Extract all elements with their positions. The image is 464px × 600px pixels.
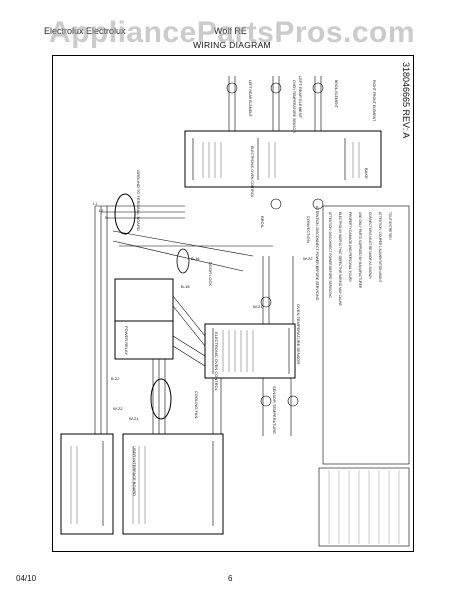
svg-text:PROPERTY DAMAGE AND PERSONAL I: PROPERTY DAMAGE AND PERSONAL INJURY — [348, 212, 352, 283]
label-ui-board: USER INTERFACE BOARD — [132, 446, 137, 497]
label-left-element: LEFT REAR ELEMENT — [298, 76, 303, 118]
label-broil: BROIL — [260, 216, 265, 229]
label-electronic-oven-control: ELECTRONIC OVEN CONTROL — [214, 332, 219, 391]
svg-text:TOUT ENTRETIEN: TOUT ENTRETIEN — [388, 212, 392, 240]
top-control-module — [184, 130, 382, 188]
wire-label: L2 — [99, 208, 104, 213]
wire-label: W-21 — [129, 416, 139, 421]
label-door-lock: DOOR LOCK — [208, 262, 213, 287]
svg-text:OVEN TEMPERATURE SENSOR: OVEN TEMPERATURE SENSOR — [292, 80, 296, 133]
wire-label: B-18 — [181, 284, 190, 289]
footer-page-number: 6 — [228, 574, 233, 583]
label-sensor: SENSOR TEMPERATURE — [272, 386, 277, 434]
label-cooling-fan: COOLING FAN — [194, 391, 199, 419]
label-note: ATTENTION: DISCONNECT POWER BEFORE SERVI… — [315, 206, 319, 301]
wire-label: N — [105, 215, 108, 220]
svg-text:LEFT REAR ELEMENT: LEFT REAR ELEMENT — [248, 80, 252, 118]
header-brand: Electrolux Electrolux — [44, 26, 126, 36]
wire-label: W-21 — [253, 304, 263, 309]
footer-date: 04/10 — [16, 574, 37, 583]
svg-text:BROIL ELEMENT: BROIL ELEMENT — [334, 80, 338, 109]
doc-number: 318046665 REV: A — [401, 62, 411, 139]
label-convect: CONVECTION — [306, 216, 311, 243]
wire-label: W-22 — [303, 256, 313, 261]
wire-label: B-22 — [111, 376, 120, 381]
svg-text:RIGHT FRONT ELEMENT: RIGHT FRONT ELEMENT — [372, 80, 376, 122]
header-model: Wolf RE — [214, 26, 247, 36]
wiring-diagram: LEFT REAR ELEMENT OVEN TEMPERATURE SENSO… — [60, 76, 410, 547]
svg-text:ATTENTION: DISCONNECT POWER BE: ATTENTION: DISCONNECT POWER BEFORE SERVI… — [328, 212, 332, 298]
svg-text:CONNECTIONS MUST BE MADE AS SH: CONNECTIONS MUST BE MADE AS SHOWN — [368, 212, 372, 279]
label-ground: GROUND TO TERMINAL BOARD — [136, 170, 141, 231]
label-oven-sensor: OVEN TEMPERATURE SENSOR — [296, 304, 301, 365]
wiring-diagram-sheet: LEFT REAR ELEMENT OVEN TEMPERATURE SENSO… — [52, 55, 414, 552]
page-title: WIRING DIAGRAM — [193, 40, 271, 50]
svg-text:ATTENTION: COUPER L'ALIMENTATI: ATTENTION: COUPER L'ALIMENTATION AVANT — [378, 212, 382, 282]
wire-label: B-16 — [191, 256, 200, 261]
svg-text:ELECTROLUX WARNS THAT DEFECTIV: ELECTROLUX WARNS THAT DEFECTIVE WIRING M… — [338, 212, 342, 306]
wire-label: W-22 — [113, 406, 123, 411]
wire-label: L1 — [93, 201, 98, 206]
svg-text:ELECTRONIC OVEN CONTROL: ELECTRONIC OVEN CONTROL — [250, 146, 254, 198]
label-power-relay: POWER RELAY — [124, 326, 129, 356]
label-bake: BAKE — [364, 168, 369, 179]
svg-text:USE ONLY PARTS SUPPLIED BY MAN: USE ONLY PARTS SUPPLIED BY MANUFACTURER — [358, 212, 362, 289]
